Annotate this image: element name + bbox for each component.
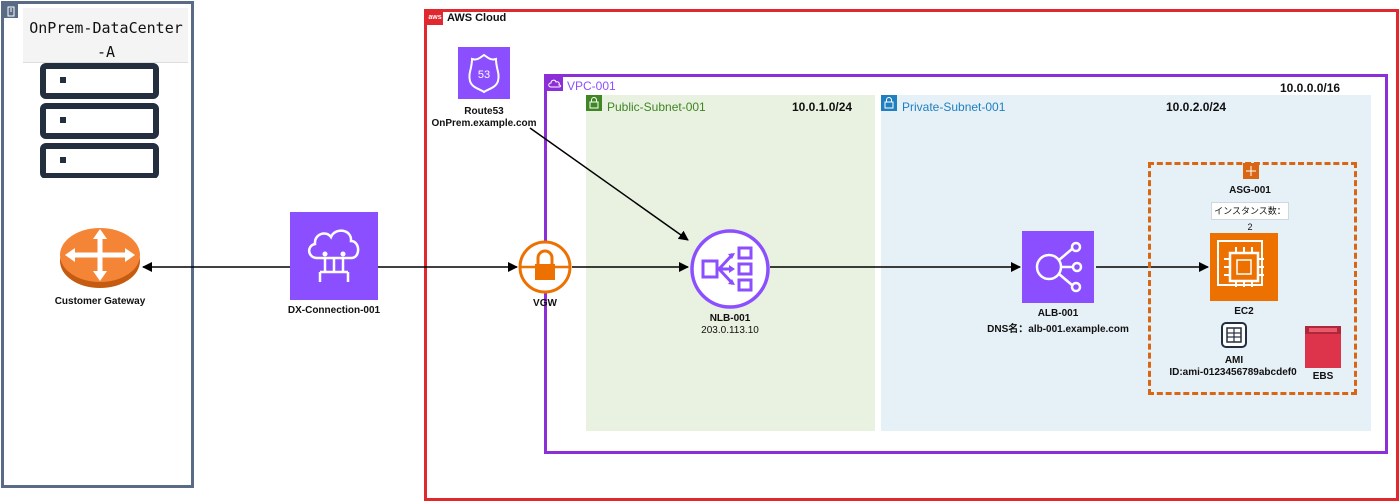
route53-badge: 53 (478, 69, 490, 81)
private-subnet-lock-icon (881, 95, 897, 111)
route53-icon: 53 (458, 47, 510, 99)
router-icon (60, 228, 140, 288)
direct-connect-icon (290, 212, 378, 300)
ec2-instance-icon (1210, 233, 1278, 301)
private-subnet-cidr: 10.0.2.0/24 (1166, 100, 1227, 114)
nlb-label: NLB-001 (709, 313, 751, 324)
dx-connection-label: DX-Connection-001 (287, 305, 381, 316)
ec2-label: EC2 (1234, 306, 1254, 317)
corporate-datacenter-icon (4, 4, 18, 18)
server-rack-icon (40, 63, 159, 178)
vpc-cloud-icon (547, 77, 563, 91)
onprem-title-text: OnPrem-DataCenter-A (29, 19, 183, 61)
ami-icon (1221, 322, 1247, 348)
asg-instance-count: インスタンス数：2 (1211, 202, 1289, 232)
route53-nlb-link (529, 127, 689, 241)
onprem-title (23, 8, 188, 63)
network-load-balancer-icon (690, 229, 770, 309)
aws-logo-icon: aws (427, 11, 443, 25)
public-subnet-lock-icon (586, 95, 602, 111)
vpc-cidr: 10.0.0.0/16 (1280, 81, 1341, 95)
public-subnet-cidr: 10.0.1.0/24 (792, 100, 853, 114)
ebs-volume-icon (1305, 326, 1341, 368)
alb-label: ALB-001 (1037, 308, 1079, 319)
public-subnet-title: Public-Subnet-001 (607, 100, 706, 114)
alb-dns: DNS名：alb-001.example.com (987, 324, 1129, 335)
private-subnet-group (881, 95, 1371, 431)
aws-cloud-title: AWS Cloud (447, 12, 507, 24)
nlb-ip: 203.0.113.10 (701, 325, 759, 336)
application-load-balancer-icon (1022, 231, 1094, 303)
auto-scaling-icon (1243, 163, 1259, 179)
route53-domain: OnPrem.example.com (431, 118, 537, 129)
vpn-gateway-icon (518, 240, 572, 294)
ami-id: ID:ami-0123456789abcdef0 (1169, 367, 1297, 378)
private-subnet-title: Private-Subnet-001 (902, 100, 1006, 114)
asg-label: ASG-001 (1229, 185, 1271, 196)
customer-gateway-label: Customer Gateway (54, 296, 146, 307)
vpc-title: VPC-001 (567, 79, 616, 93)
onprem-datacenter-group (1, 1, 194, 488)
ebs-label: EBS (1312, 371, 1334, 382)
vgw-label: VGW (533, 298, 557, 309)
route53-label: Route53 (464, 106, 504, 117)
ami-label: AMI (1224, 355, 1244, 366)
